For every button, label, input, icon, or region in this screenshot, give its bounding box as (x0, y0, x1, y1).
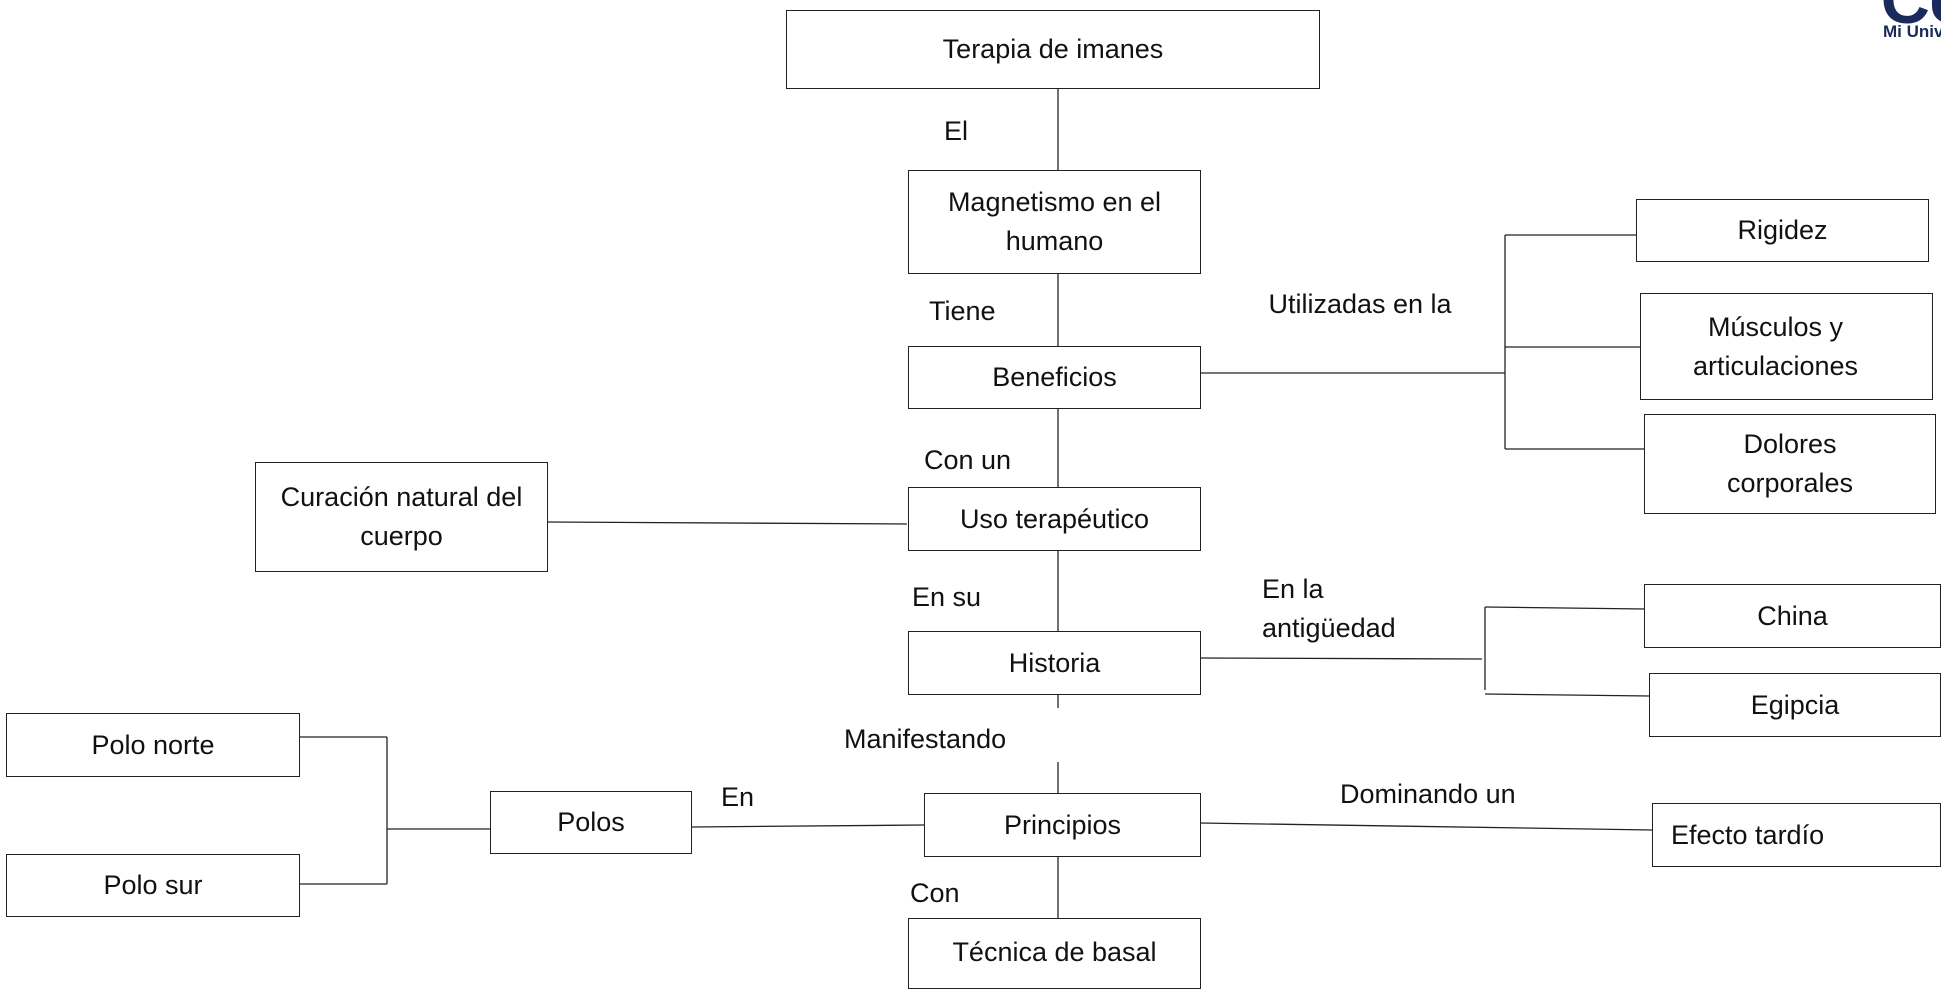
node-rigidez: Rigidez (1636, 199, 1929, 262)
connector-line (691, 824, 925, 828)
node-tecnica-de-basal: Técnica de basal (908, 918, 1201, 989)
node-polos: Polos (490, 791, 692, 854)
university-logo: CU Mi Universidad (1861, 0, 1941, 60)
node-label: Polo sur (103, 870, 203, 900)
node-china: China (1644, 584, 1941, 648)
node-label: Polo norte (91, 729, 215, 760)
link-label-dominando-un: Dominando un (1340, 779, 1516, 809)
connector-line (1199, 822, 1654, 831)
node-dolores: Dolores corporales (1644, 414, 1936, 514)
node-musculos: Músculos y articulaciones (1640, 293, 1933, 400)
node-label: Egipcia (1750, 689, 1840, 720)
node-label: Magnetismo en el humano (947, 187, 1162, 256)
node-historia: Historia (908, 631, 1201, 695)
node-label: Técnica de basal (952, 937, 1157, 967)
link-label-el: El (944, 116, 969, 146)
node-label: Terapia de imanes (942, 34, 1164, 64)
connector-line (546, 521, 908, 525)
node-label: China (1757, 600, 1828, 631)
node-beneficios: Beneficios (908, 346, 1201, 409)
link-label-utilizadas-en-la: Utilizadas en la (1268, 289, 1452, 319)
node-terapia-de-imanes: Terapia de imanes (786, 10, 1320, 89)
link-label-con: Con (910, 878, 960, 908)
link-label-en-la-antiguedad: En la antigüedad (1262, 574, 1396, 643)
link-label-en-su: En su (912, 582, 982, 612)
node-label: Dolores corporales (1726, 429, 1854, 498)
node-label: Músculos y articulaciones (1692, 311, 1859, 381)
link-label-manifestando: Manifestando (844, 724, 1007, 754)
node-label: Polos (557, 807, 625, 837)
node-label: Historia (1008, 647, 1101, 678)
connector-line (1484, 693, 1651, 697)
node-label: Curación natural del cuerpo (280, 482, 523, 551)
logo-subtitle: Mi Universidad (1883, 22, 1941, 41)
node-efecto-tardio: Efecto tardío (1652, 803, 1941, 867)
connector-line (1484, 606, 1646, 610)
node-curacion-natural: Curación natural del cuerpo (255, 462, 548, 572)
node-magnetismo: Magnetismo en el humano (908, 170, 1201, 274)
link-label-con-un: Con un (924, 445, 1012, 475)
node-polo-sur: Polo sur (6, 854, 300, 917)
node-principios: Principios (924, 793, 1201, 857)
node-polo-norte: Polo norte (6, 713, 300, 777)
node-label: Principios (1003, 809, 1122, 840)
connector-line (1199, 657, 1483, 660)
link-label-tiene: Tiene (929, 296, 996, 326)
node-label: Uso terapéutico (959, 503, 1150, 534)
link-label-en: En (721, 782, 755, 812)
node-label: Beneficios (992, 362, 1117, 392)
node-egipcia: Egipcia (1649, 673, 1941, 737)
node-label: Efecto tardío (1671, 819, 1825, 850)
logo-mark: CU (1880, 0, 1941, 38)
node-uso-terapeutico: Uso terapéutico (908, 487, 1201, 551)
node-label: Rigidez (1737, 215, 1828, 245)
